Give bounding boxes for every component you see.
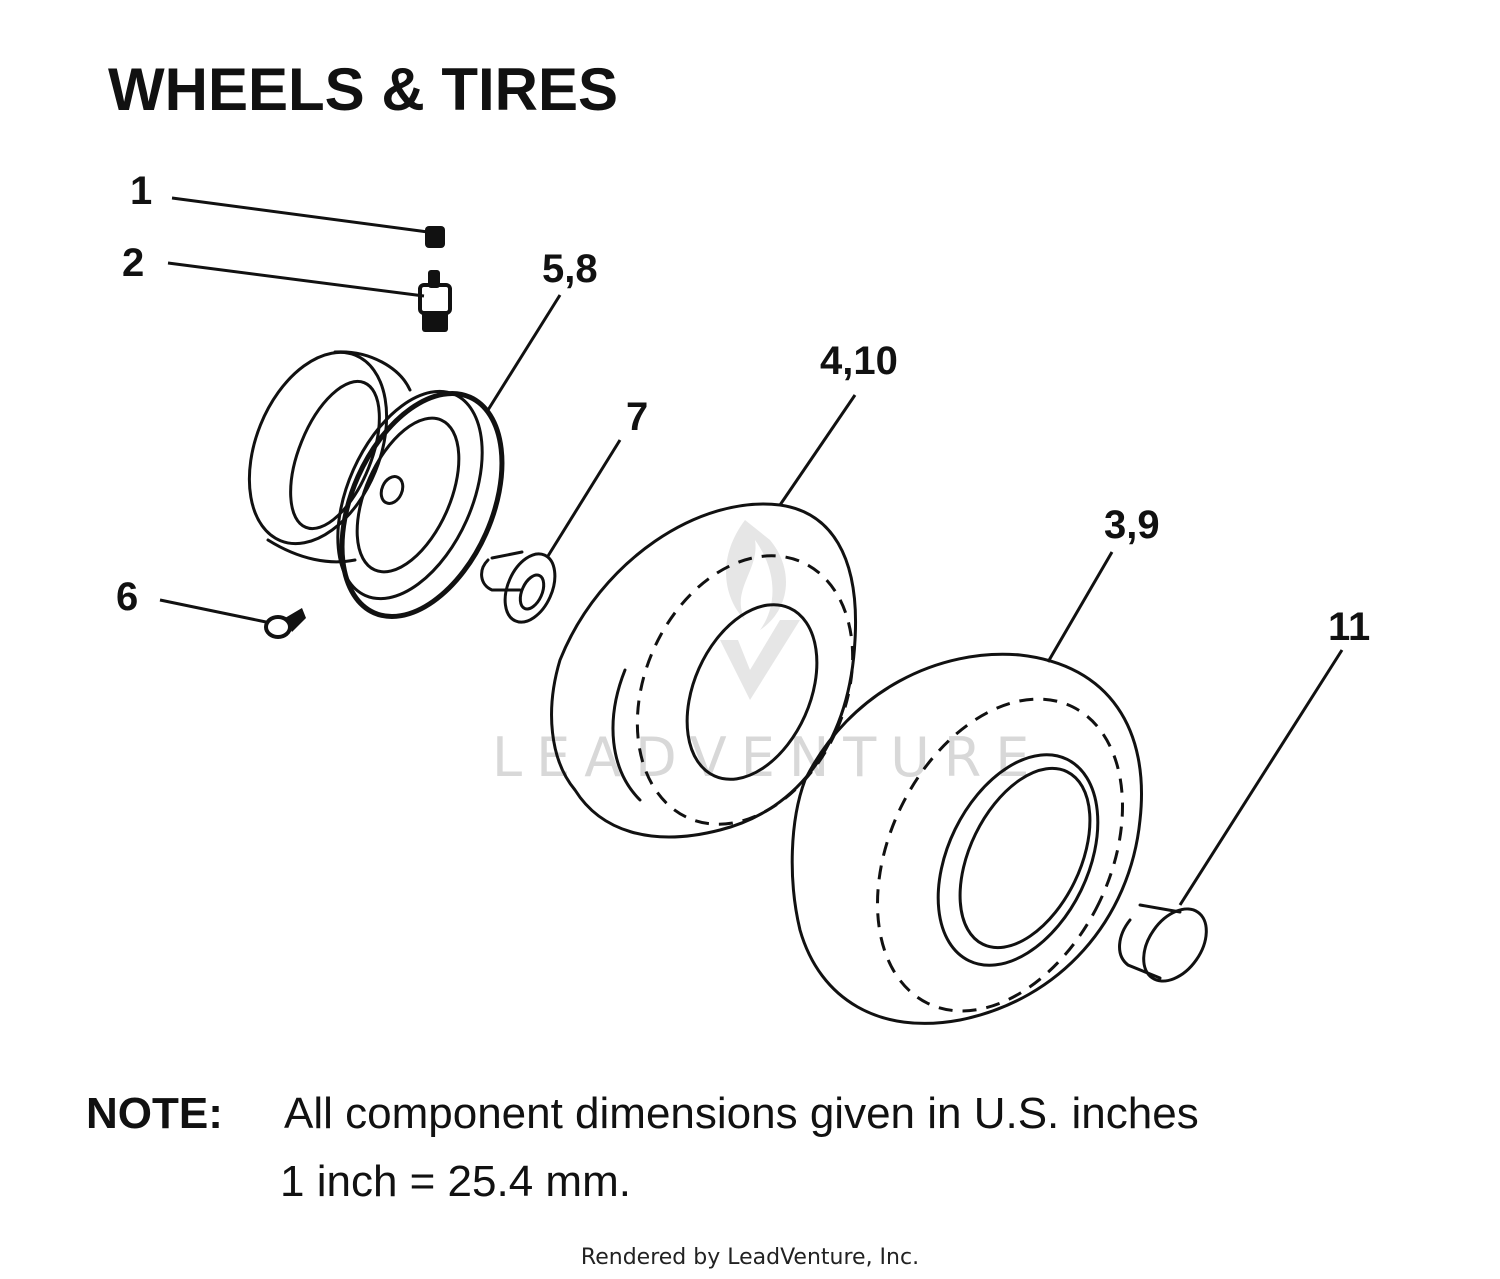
part-1-valve-cap[interactable]: 1 — [130, 169, 445, 248]
part-7-bushing[interactable]: 7 — [480, 395, 649, 630]
part-3-9-tire[interactable]: 3,9 — [790, 503, 1171, 1052]
note-label: NOTE: — [86, 1089, 223, 1138]
watermark-logo-icon — [720, 520, 800, 700]
callout-2: 2 — [122, 241, 144, 285]
watermark: LEADVENTURE — [492, 520, 1043, 789]
part-2-valve-stem[interactable]: 2 — [122, 241, 452, 332]
part-6-screw[interactable]: 6 — [116, 575, 306, 639]
callout-4-10: 4,10 — [820, 339, 898, 383]
callout-1: 1 — [130, 169, 152, 213]
callout-3-9: 3,9 — [1104, 503, 1160, 547]
watermark-text: LEADVENTURE — [492, 726, 1043, 789]
part-5-8-wheel-rim[interactable]: 5,8 — [223, 247, 598, 641]
callout-11: 11 — [1328, 605, 1370, 649]
note-line-1: All component dimensions given in U.S. i… — [284, 1089, 1199, 1138]
note-line-2: 1 inch = 25.4 mm. — [280, 1157, 631, 1206]
part-11-cap[interactable]: 11 — [1118, 605, 1371, 993]
note-block: NOTE: All component dimensions given in … — [86, 1089, 1199, 1206]
callout-7: 7 — [626, 395, 648, 439]
footer-credit: Rendered by LeadVenture, Inc. — [581, 1245, 919, 1270]
callout-5-8: 5,8 — [542, 247, 598, 291]
diagram-title: WHEELS & TIRES — [108, 56, 618, 123]
callout-6: 6 — [116, 575, 138, 619]
